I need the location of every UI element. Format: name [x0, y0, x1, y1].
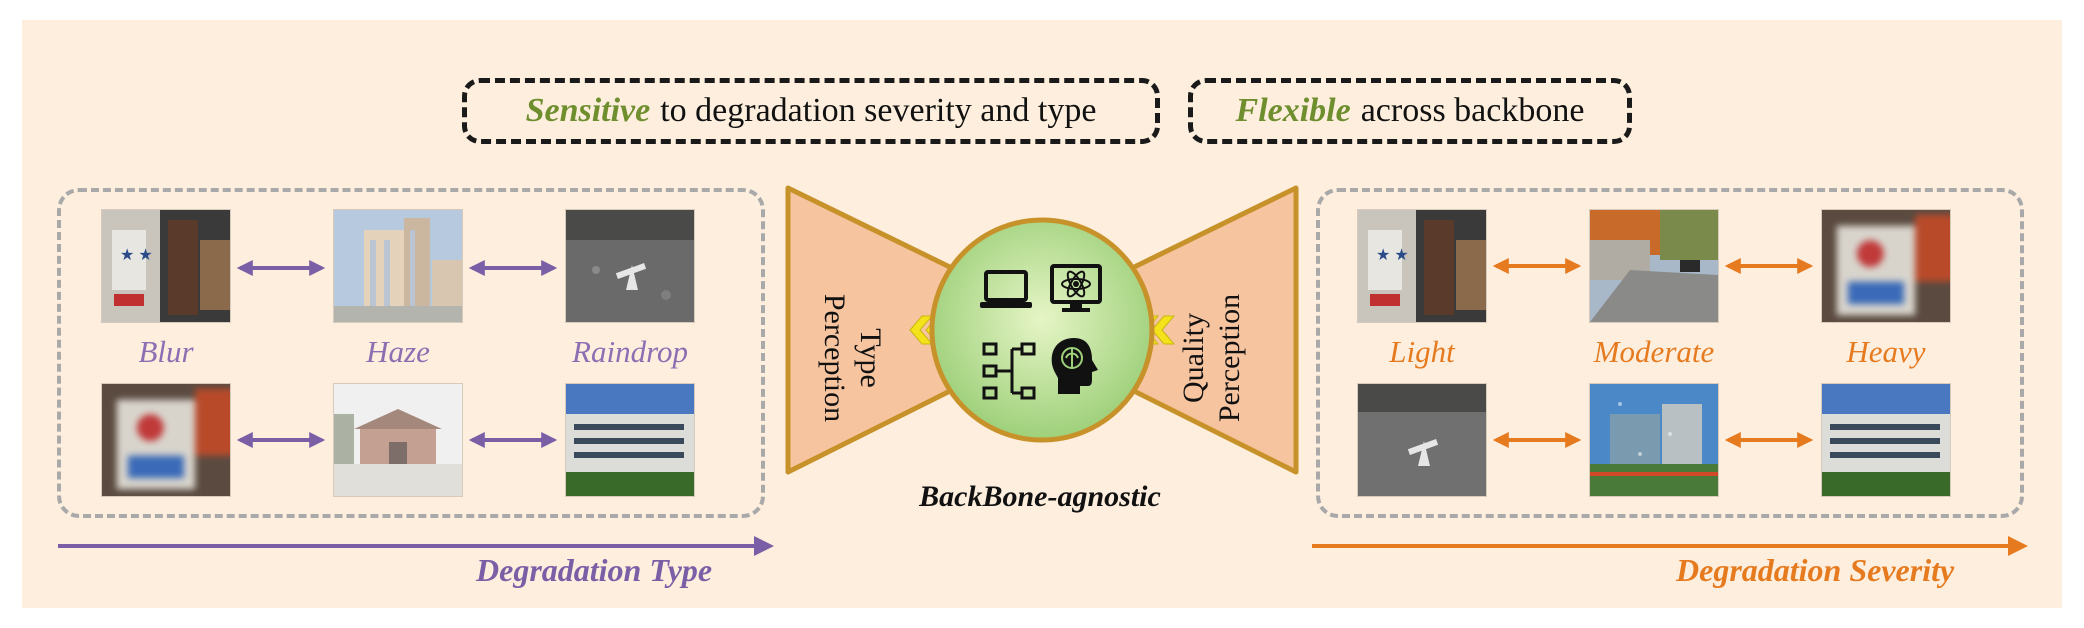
backbone-agnostic-module [785, 185, 1299, 475]
brain-head-icon [1051, 338, 1098, 394]
thumb-light-street: ★ ★ [1358, 210, 1486, 322]
thumb-blur-street: ★ ★ [102, 210, 230, 322]
quality-perception-line-2: Perception [1213, 293, 1246, 423]
thumb-heavy-bag [1822, 210, 1950, 322]
quality-perception-label: Quality Perception [1176, 288, 1248, 428]
type-perception-line-1: Type [854, 328, 887, 388]
type-perception-label: Type Perception [816, 288, 888, 428]
thumb-moderate-campus [1590, 384, 1718, 496]
backbone-circle [929, 217, 1155, 443]
degradation-severity-axis-label: Degradation Severity [1676, 552, 1955, 588]
type-perception-line-2: Perception [818, 293, 851, 423]
banner-flexible-text: across backbone [1360, 92, 1585, 129]
degradation-type-axis-label: Degradation Type [476, 552, 713, 588]
banner-sensitive-text: to degradation severity and type [660, 92, 1097, 129]
degradation-severity-group [1316, 188, 2024, 518]
label-light: Light [1389, 334, 1455, 369]
thumb-haze-temple [334, 384, 462, 496]
backbone-agnostic-caption: BackBone-agnostic [919, 480, 1161, 513]
banner-flexible: Flexible across backbone [1188, 78, 1632, 144]
laptop-icon [980, 270, 1032, 308]
label-raindrop: Raindrop [572, 334, 688, 369]
thumb-heavy-campus [1822, 384, 1950, 496]
label-moderate: Moderate [1593, 334, 1715, 369]
label-haze: Haze [366, 334, 430, 369]
degradation-type-group [57, 188, 765, 518]
thumb-haze-building [334, 210, 462, 322]
network-hierarchy-icon [982, 342, 1036, 400]
thumb-raindrop-road [566, 210, 694, 322]
atom-monitor-icon [1050, 264, 1102, 312]
banner-flexible-emphasis: Flexible [1235, 92, 1351, 129]
thumb-moderate-road [1590, 210, 1718, 322]
svg-text:★ ★: ★ ★ [120, 247, 153, 264]
label-blur: Blur [138, 334, 194, 369]
banner-sensitive-emphasis: Sensitive [525, 92, 651, 129]
thumb-heavy-blur-bag [102, 384, 230, 496]
thumb-campus-building [566, 384, 694, 496]
label-heavy: Heavy [1846, 334, 1926, 369]
svg-text:★ ★: ★ ★ [1376, 247, 1409, 264]
quality-perception-line-1: Quality [1177, 313, 1210, 403]
banner-sensitive: Sensitive to degradation severity and ty… [462, 78, 1160, 144]
thumb-light-road [1358, 384, 1486, 496]
